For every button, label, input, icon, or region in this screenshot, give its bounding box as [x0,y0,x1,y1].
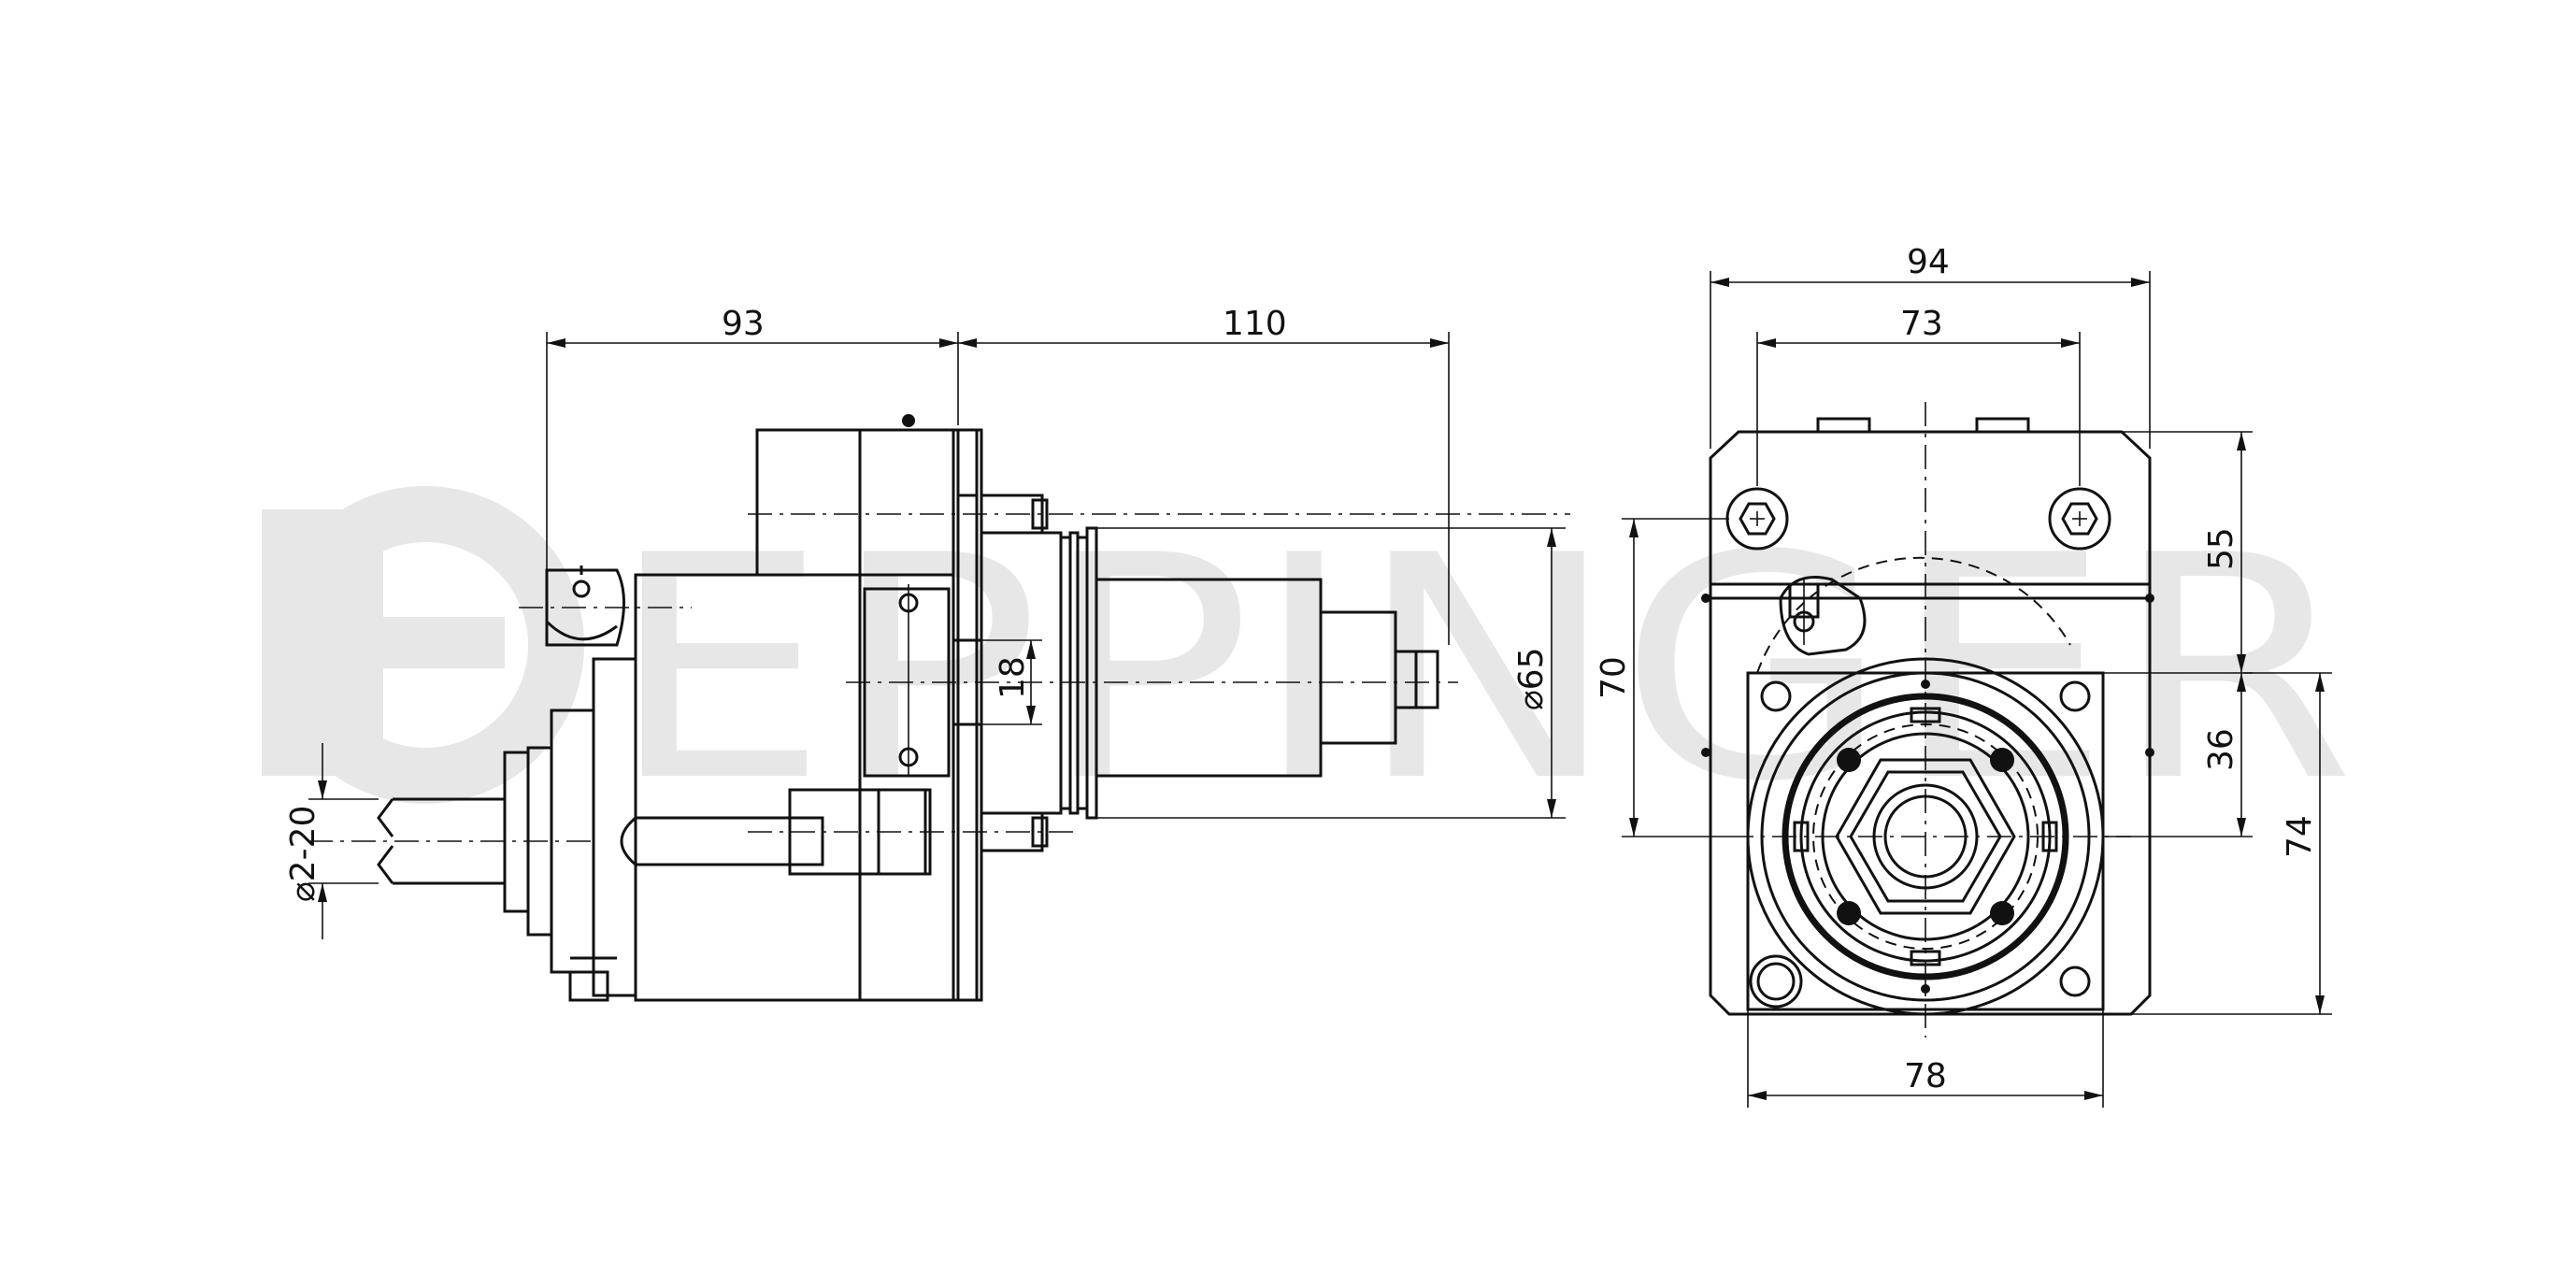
dim-collar-diameter: ⌀65 [1512,648,1551,710]
coolant-nozzle-icon [1779,576,1867,656]
rear-housing [503,428,955,1002]
dim-total-height: 74 [2281,815,2319,858]
front-view-dimensions: 94 73 55 36 74 70 78 [1595,243,2332,1108]
bolt-right-icon [2048,487,2111,551]
dim-flange-width: 78 [1904,1057,1947,1095]
coolant-fitting [519,565,692,647]
dim-square: 18 [994,656,1032,699]
dim-clamping-range: ⌀2-20 [284,806,322,902]
dim-height-top: 55 [2202,527,2240,570]
dim-bolt-spacing: 73 [1900,305,1943,343]
side-view-dimensions: 93 110 18 ⌀65 ⌀2-20 [284,305,1566,939]
dim-center-height: 36 [2202,728,2240,771]
dim-spindle-length: 110 [1223,305,1287,343]
front-view [1701,402,2154,1038]
dim-left-height: 70 [1595,656,1633,699]
watermark-text: EPPINGER [608,490,2355,849]
dim-overall-width: 94 [1907,243,1950,281]
side-view [308,414,1570,1002]
dim-total-width: 93 [722,305,765,343]
drive-spindle [748,494,1570,852]
watermark-logo-icon [262,486,584,804]
main-plate [846,414,1458,1002]
